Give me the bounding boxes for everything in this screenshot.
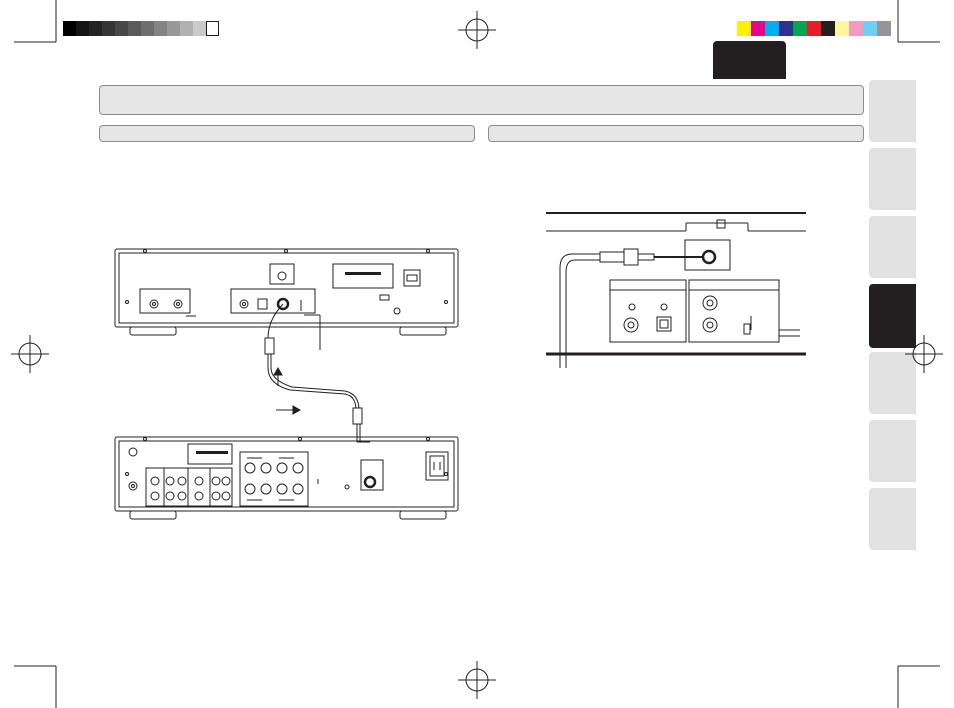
amplifier-rear-panel (114, 436, 459, 520)
registration-target-bottom (458, 661, 496, 699)
registration-target-top (458, 11, 496, 49)
calibration-swatch (115, 21, 128, 36)
remote-lead-line (304, 314, 321, 350)
calibration-swatch (102, 21, 115, 36)
cd-player-rear-panel (114, 248, 459, 336)
side-tab-6[interactable] (869, 420, 916, 482)
language-badge (713, 41, 786, 79)
calibration-swatch (849, 21, 863, 36)
calibration-swatch (180, 21, 193, 36)
calibration-swatch (193, 21, 206, 36)
grayscale-calibration-strip (63, 21, 219, 36)
left-subsection-header-bar (99, 125, 475, 142)
calibration-swatch (835, 21, 849, 36)
calibration-swatch (76, 21, 89, 36)
calibration-swatch (793, 21, 807, 36)
side-tab-2[interactable] (869, 148, 916, 210)
calibration-swatch (128, 21, 141, 36)
crop-mark-bottom-right (897, 665, 940, 708)
calibration-swatch (779, 21, 793, 36)
calibration-swatch (765, 21, 779, 36)
remote-connection-detail (546, 212, 806, 368)
cd-logo-mark (345, 272, 381, 275)
amp-logo-mark (196, 451, 228, 454)
side-tab-4[interactable] (869, 284, 916, 348)
calibration-swatch (167, 21, 180, 36)
calibration-swatch (863, 21, 877, 36)
calibration-swatch (821, 21, 835, 36)
calibration-swatch (807, 21, 821, 36)
crop-mark-bottom-left (14, 665, 57, 708)
side-tab-7[interactable] (869, 488, 916, 550)
coaxial-cable (264, 303, 370, 443)
calibration-swatch (751, 21, 765, 36)
calibration-swatch (154, 21, 167, 36)
calibration-swatch (877, 21, 891, 36)
main-section-header-bar (99, 85, 864, 115)
crop-mark-top-left (14, 0, 57, 43)
calibration-swatch (206, 21, 219, 36)
registration-target-right (905, 335, 943, 373)
registration-target-left (11, 335, 49, 373)
side-tab-1[interactable] (869, 80, 916, 142)
color-calibration-strip (737, 21, 891, 36)
side-tab-3[interactable] (869, 216, 916, 278)
right-subsection-header-bar (488, 125, 864, 142)
calibration-swatch (63, 21, 76, 36)
calibration-swatch (141, 21, 154, 36)
calibration-swatch (89, 21, 102, 36)
signal-arrow-right (276, 405, 302, 415)
calibration-swatch (737, 21, 751, 36)
crop-mark-top-right (897, 0, 940, 43)
side-tab-5[interactable] (869, 352, 916, 414)
signal-arrow-up (273, 366, 283, 386)
